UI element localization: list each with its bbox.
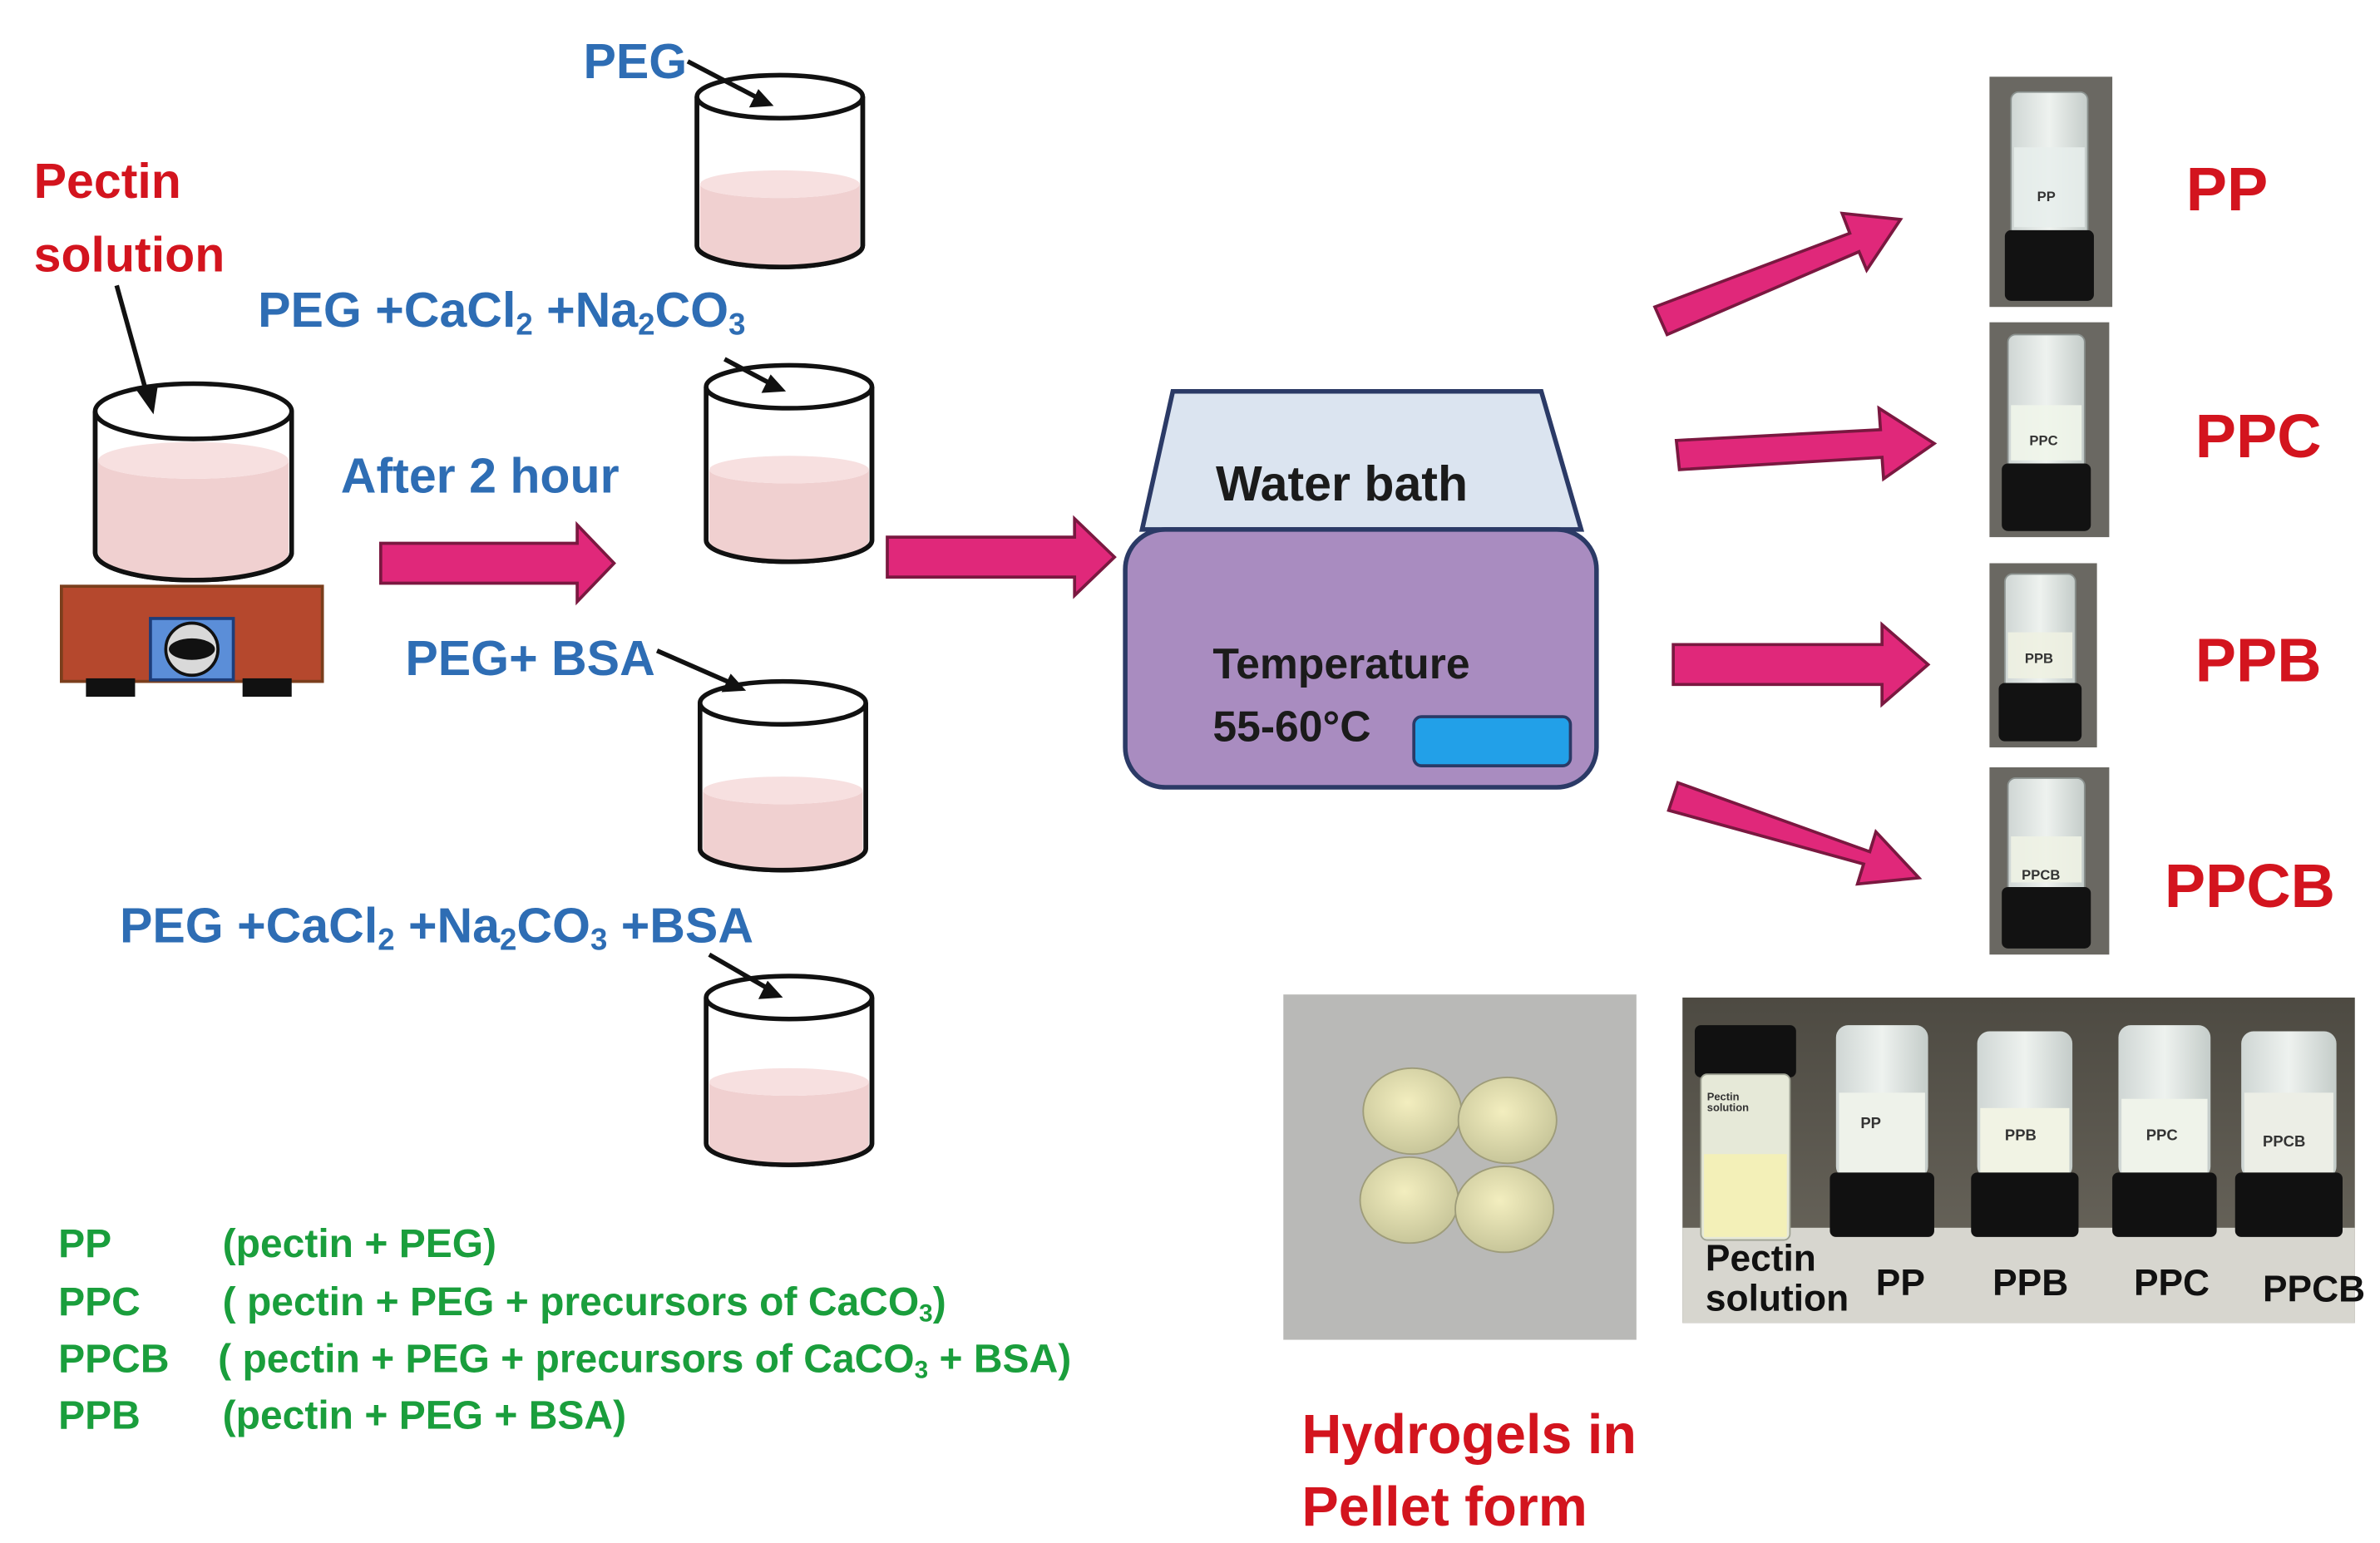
legend-desc-ppcb: ( pectin + PEG + precursors of CaCO3 + B… [218, 1338, 1071, 1383]
formula-subscript: 2 [378, 924, 395, 958]
vial-tag-ppcb: PPCB [2022, 866, 2061, 883]
legend-subscript: 3 [914, 1356, 929, 1385]
legend-text: ( pectin + PEG + precursors of CaCO [222, 1278, 920, 1325]
formula-subscript: 2 [500, 924, 517, 958]
vial-row-label-pp: PP [1875, 1263, 1925, 1305]
water-bath [1123, 388, 1599, 790]
legend-desc-ppb: (pectin + PEG + BSA) [222, 1392, 627, 1438]
formula-part: +Na [394, 897, 501, 954]
pectin-label-line1: Pectin [33, 153, 181, 210]
product-arrows [1652, 211, 1938, 886]
row-vial-tag-pp: PP [1860, 1116, 1881, 1133]
beaker-label-peg-bsa: PEG+ BSA [405, 630, 655, 687]
formula-part: PEG +CaCl [258, 282, 516, 338]
formula-part: PEG +CaCl [119, 897, 378, 954]
pectin-beaker [92, 381, 294, 583]
arrow-to-water-bath [886, 515, 1117, 599]
pectin-label-line2: solution [33, 227, 225, 283]
vial-photo-pp [1989, 76, 2113, 308]
beaker-pointer-arrows [655, 59, 772, 991]
row-vial-tag-ppcb: PPCB [2263, 1134, 2306, 1151]
row-vial-tag-ppc: PPC [2145, 1127, 2178, 1146]
water-bath-temp-value: 55-60°C [1212, 702, 1371, 751]
water-bath-title: Water bath [1216, 456, 1469, 511]
pellet-caption: Hydrogels in Pellet form [1301, 1400, 1637, 1543]
product-label-ppcb: PPCB [2164, 853, 2336, 921]
beaker-label-peg: PEG [583, 33, 688, 90]
beaker-pointer-heads [721, 89, 787, 999]
formula-part: +Na [532, 282, 639, 338]
formula-part: CO [516, 897, 590, 954]
legend-code-pp: PP [58, 1220, 112, 1266]
vial-photo-ppcb [1989, 767, 2110, 955]
arrow-to-beakers [378, 520, 616, 606]
formula-subscript: 3 [590, 924, 608, 958]
formula-part: CO [654, 282, 729, 338]
beaker-peg-ca [704, 362, 875, 564]
beaker-peg-ca-bsa [704, 974, 875, 1167]
legend-code-ppc: PPC [58, 1278, 141, 1325]
product-label-ppb: PPB [2195, 628, 2322, 696]
beaker-label-peg-ca: PEG +CaCl2 +Na2CO3 [258, 285, 745, 342]
vial-row-label-ppc: PPC [2133, 1263, 2210, 1305]
water-bath-temp-label: Temperature [1212, 639, 1470, 688]
legend-desc-pp: (pectin + PEG) [222, 1220, 497, 1266]
formula-subscript: 3 [728, 308, 746, 343]
formula-subscript: 2 [516, 308, 533, 343]
legend-code-ppb: PPB [58, 1392, 141, 1438]
vial-row-label-pectin: Pectin solution [1705, 1238, 1849, 1321]
pectin-solution-label: Pectin solution [34, 145, 225, 292]
pellet-caption-line1: Hydrogels in [1301, 1403, 1637, 1466]
vial-tag-ppb: PPB [2024, 650, 2054, 667]
vial-tag-ppc: PPC [2029, 432, 2058, 449]
vial-photo-ppb [1989, 563, 2097, 748]
formula-subscript: 2 [638, 308, 655, 343]
vial-row-label-ppcb: PPCB [2263, 1269, 2366, 1311]
formula-part: +BSA [607, 897, 753, 954]
product-label-ppc: PPC [2195, 403, 2322, 471]
vial-tag-pp: PP [2037, 189, 2056, 205]
legend-code-ppcb: PPCB [58, 1335, 170, 1382]
legend-text: ( pectin + PEG + precursors of CaCO [218, 1335, 915, 1382]
pellet-caption-line2: Pellet form [1301, 1474, 1587, 1538]
pectin-pointer-arrow [114, 284, 159, 415]
vial-row-photo [1682, 997, 2355, 1324]
legend-text: + BSA) [928, 1335, 1072, 1382]
vial-row-label-ppb: PPB [1992, 1263, 2069, 1305]
pectin-vial-tag: Pectin solution [1706, 1092, 1749, 1115]
product-label-pp: PP [2185, 156, 2269, 224]
magnetic-stirrer [59, 584, 324, 698]
pellet-photo [1283, 994, 1637, 1340]
beaker-label-peg-ca-bsa: PEG +CaCl2 +Na2CO3 +BSA [120, 901, 753, 958]
vial-photo-ppc [1989, 322, 2110, 538]
temperature-display [1412, 715, 1573, 767]
beaker-peg-bsa [698, 678, 868, 873]
row-vial-tag-ppb: PPB [2004, 1127, 2037, 1146]
beaker-peg [694, 72, 866, 269]
legend-desc-ppc: ( pectin + PEG + precursors of CaCO3) [223, 1281, 946, 1326]
after-2-hour-label: After 2 hour [340, 448, 620, 504]
vial-row-label-pectin-line1: Pectin [1705, 1238, 1816, 1280]
legend-text: ) [932, 1278, 946, 1325]
vial-row-label-pectin-line2: solution [1705, 1279, 1849, 1321]
legend-subscript: 3 [919, 1299, 933, 1328]
